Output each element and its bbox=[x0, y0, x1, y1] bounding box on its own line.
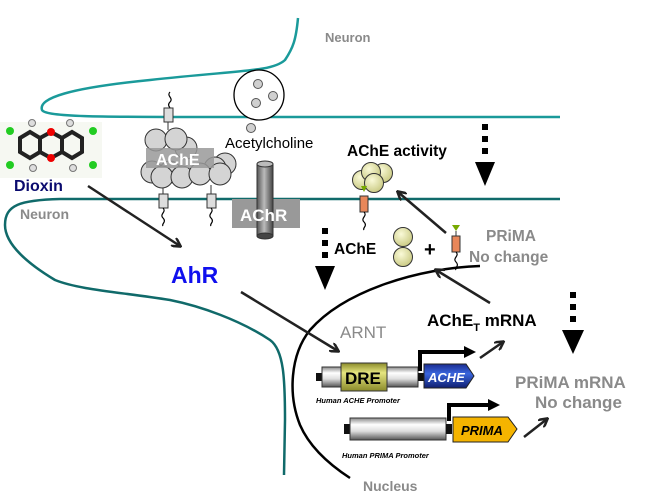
ache-gene-label: ACHE bbox=[427, 370, 465, 385]
ahr-label: AhR bbox=[171, 262, 219, 288]
dotted-down-arrow-ache-activity bbox=[475, 124, 495, 186]
arnt-label: ARNT bbox=[340, 323, 386, 342]
prima-mrna-no-change-label: No change bbox=[535, 393, 622, 412]
human-prima-promoter-label: Human PRIMA Promoter bbox=[342, 451, 430, 460]
ache-t-mrna-label: AChET mRNA bbox=[427, 311, 537, 334]
ache-activity-label: AChE activity bbox=[347, 143, 447, 160]
plus-sign: + bbox=[424, 239, 436, 261]
prima-gene-to-mrna-arrow bbox=[523, 419, 547, 438]
nucleus-envelope bbox=[291, 264, 481, 480]
dioxin-molecule-icon bbox=[0, 119, 102, 178]
ache-box-label: AChE bbox=[156, 152, 200, 169]
dioxin-to-ahr-arrow bbox=[87, 184, 180, 246]
ache-t-subscript: T bbox=[473, 322, 480, 334]
prima-anchor-icon bbox=[451, 225, 461, 271]
ache-gene-to-mrna-arrow bbox=[479, 342, 503, 360]
neuron-label-left: Neuron bbox=[20, 206, 69, 222]
nucleus-label: Nucleus bbox=[363, 478, 418, 494]
ahr-to-dre-arrow bbox=[240, 290, 338, 351]
prima-label: PRiMA bbox=[486, 228, 536, 245]
mrna-to-ache-arrow bbox=[436, 270, 491, 305]
ache-monomer-1 bbox=[393, 227, 413, 247]
upper-neuron-membrane bbox=[40, 17, 560, 119]
ache-monomer-2 bbox=[393, 247, 413, 267]
human-prima-promoter-construct bbox=[344, 399, 518, 443]
active-ache-prima-complex bbox=[352, 162, 393, 231]
human-ache-promoter-construct bbox=[316, 346, 476, 392]
acetylcholine-molecule bbox=[246, 123, 256, 133]
acetylcholine-label: Acetylcholine bbox=[225, 135, 313, 152]
lower-neuron-membrane bbox=[3, 197, 560, 476]
prima-no-change-label: No change bbox=[469, 249, 549, 266]
assembly-arrow bbox=[398, 192, 447, 234]
achr-channel bbox=[256, 160, 274, 240]
human-ache-promoter-label: Human ACHE Promoter bbox=[316, 396, 401, 405]
prima-gene-label: PRIMA bbox=[461, 423, 503, 438]
dre-label: DRE bbox=[345, 369, 381, 388]
ache-subunit-label: AChE bbox=[334, 241, 376, 258]
achr-label: AChR bbox=[240, 206, 287, 225]
synaptic-vesicle bbox=[233, 69, 285, 121]
ache-t-main: AChE bbox=[427, 311, 473, 330]
dioxin-label: Dioxin bbox=[14, 178, 63, 195]
ache-membrane-complex bbox=[140, 91, 237, 227]
ache-t-mrna-suffix: mRNA bbox=[480, 311, 537, 330]
dotted-down-arrow-mrna bbox=[562, 292, 584, 354]
prima-mrna-label: PRiMA mRNA bbox=[515, 373, 626, 392]
dotted-down-arrow-ache-subunit bbox=[315, 228, 335, 290]
neuron-label-top: Neuron bbox=[325, 30, 371, 45]
